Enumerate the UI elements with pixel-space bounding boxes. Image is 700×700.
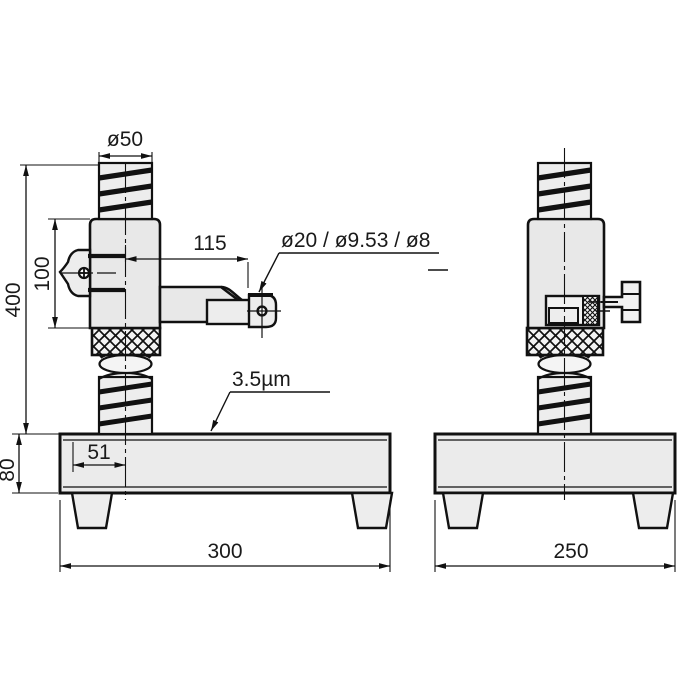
side-clamp-handle [589,280,642,324]
side-body [526,217,610,330]
front-base-block [58,432,394,530]
dim-reach-115: 115 [124,232,249,288]
dim-label-base-80: 80 [0,458,19,481]
side-foot-left [441,491,485,530]
side-foot-right [631,491,675,530]
dim-probe-bores: ø20 / ø9.53 / ø8 [258,229,439,293]
dim-label-width-250: 250 [553,540,588,563]
front-view: ø50 400 100 115 ø20 / ø9.53 / ø8 [0,128,439,572]
dim-base-80: 80 [0,433,58,494]
dim-label-offset-51: 51 [87,441,110,464]
dim-width-250: 250 [434,500,676,572]
dim-spindle-100: 100 [31,218,90,329]
dim-label-probe-bores: ø20 / ø9.53 / ø8 [281,229,430,252]
side-view: 250 [428,148,677,572]
dim-label-flatness: 3.5µm [232,368,291,391]
front-probe-holder [247,284,281,338]
dim-flatness: 3.5µm [210,368,330,432]
dim-offset-51: 51 [72,441,126,472]
dim-label-height-400: 400 [2,282,25,317]
dim-label-reach-115: 115 [193,232,226,255]
dim-label-width-300: 300 [207,540,242,563]
dim-label-diameter-50: ø50 [107,128,143,151]
front-foot-left [70,491,114,530]
front-foot-right [350,491,394,530]
front-left-clamp [58,248,125,298]
dim-width-300: 300 [59,500,391,572]
dim-label-spindle-100: 100 [31,256,54,291]
side-base-block [433,432,677,530]
dim-diameter-50: ø50 [98,128,153,170]
side-fine-feed-knurl [582,295,599,326]
